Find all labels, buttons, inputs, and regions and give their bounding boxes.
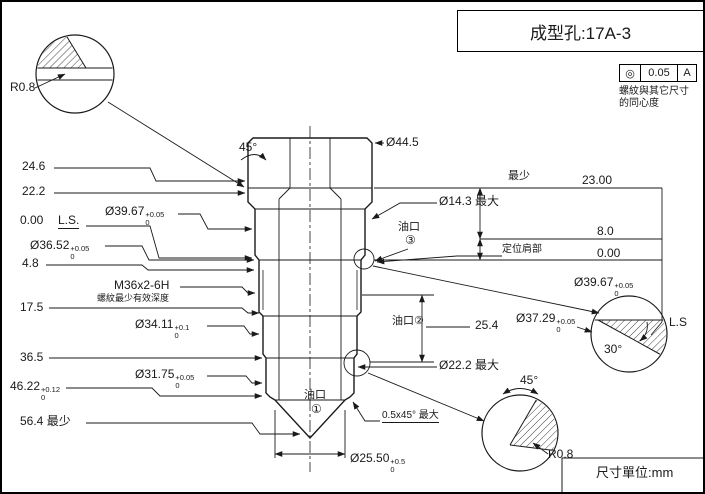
datum-zero-left: 0.00: [20, 213, 44, 227]
dim-23-00: 23.00: [582, 173, 613, 187]
shoulder-highlight-circle: [353, 248, 375, 270]
gdt-note-line1: 螺紋與其它尺寸: [619, 86, 689, 97]
oil-port-1-number: ①: [311, 402, 322, 416]
gdt-datum: A: [677, 64, 697, 82]
dia-44-5: Ø44.5: [386, 135, 419, 149]
chamfer-45-bottom-label: 45°: [520, 373, 539, 387]
dia-14-3-max: Ø14.3 最大: [439, 194, 500, 208]
oil-port-3-label: 油口: [398, 221, 420, 233]
thread-note: 螺紋最少有效深度: [97, 293, 170, 303]
ls-label-left: L.S.: [58, 213, 80, 230]
radius-0-8-bottom-label: R0.8: [548, 447, 574, 461]
thread-lines: [262, 270, 358, 310]
ls-label-right: L.S: [669, 315, 688, 329]
inner-bore-lines: [278, 138, 342, 400]
dim-4-8: 4.8: [22, 256, 39, 270]
chamfer-45-top-label: 45°: [239, 140, 258, 154]
chain-dim-lines: [274, 187, 663, 458]
dim-17-5: 17.5: [20, 300, 44, 314]
dim-24-6: 24.6: [22, 159, 46, 173]
drawing-title: 成型孔:17A-3: [529, 23, 632, 43]
oil-port-1-label: 油口: [304, 389, 326, 401]
units-label: 尺寸單位:mm: [596, 465, 674, 480]
datum-zero-right: 0.00: [597, 246, 621, 260]
radius-0-8-top-label: R0.8: [10, 80, 36, 94]
thread-spec: M36x2-6H: [114, 278, 170, 292]
dim-22-2: 22.2: [22, 184, 46, 198]
detail-view-bottom: [481, 394, 559, 472]
dim-25-4: 25.4: [475, 318, 499, 332]
gdt-note-line2: 的同心度: [619, 98, 659, 109]
oil-port-2-label: 油口②: [392, 315, 424, 327]
dim-56-4-min: 56.4 最少: [20, 414, 71, 428]
part-profile: [247, 126, 375, 472]
detail-view-right: [590, 295, 668, 373]
corner-highlight-circle: [343, 349, 371, 377]
dim-36-5: 36.5: [20, 350, 44, 364]
locating-shoulder-label: 定位肩部: [502, 244, 542, 255]
oil-port-3-number: ③: [405, 233, 416, 247]
concentricity-icon: ◎: [619, 64, 641, 82]
dim-8-0: 8.0: [597, 224, 614, 238]
units-box-lines: [561, 457, 703, 492]
chamfer-note: 0.5x45° 最大: [382, 410, 439, 423]
dim-leader-lines: [34, 73, 648, 455]
detail-view-top-left: [35, 34, 115, 114]
min-label: 最少: [508, 170, 530, 182]
title-block: 成型孔:17A-3: [457, 10, 703, 52]
dia-22-2-max: Ø22.2 最大: [439, 358, 500, 372]
gdt-frame: ◎ 0.05 A: [619, 64, 697, 82]
angle-30-label: 30°: [604, 342, 623, 356]
gdt-tolerance: 0.05: [640, 64, 678, 82]
